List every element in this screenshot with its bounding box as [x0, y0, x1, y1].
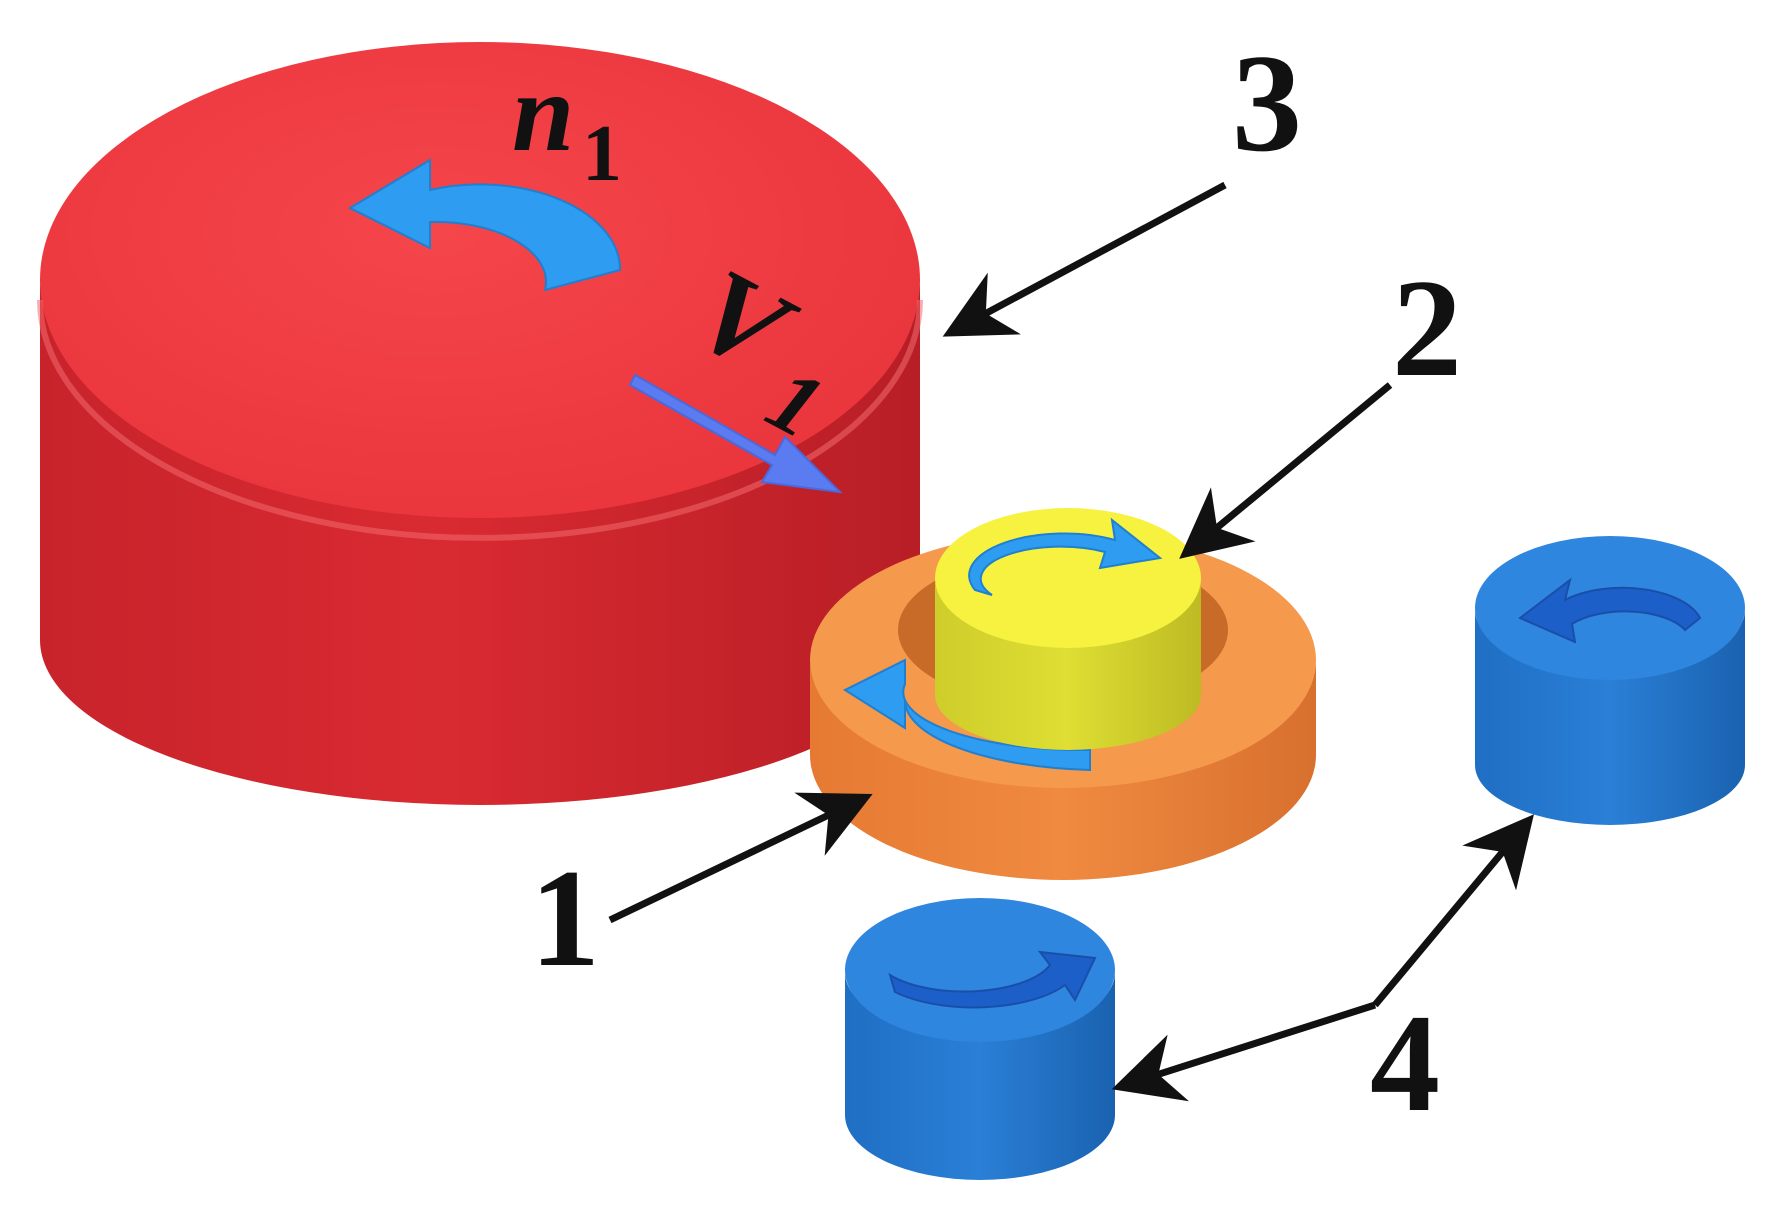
callout-arrow-4b	[1111, 1001, 1377, 1102]
inner-cylinder-rotation-arrow-icon	[968, 517, 1163, 596]
callout-arrow-2	[1179, 382, 1393, 559]
callout-arrows	[608, 181, 1534, 1102]
callout-arrow-3	[942, 181, 1227, 337]
callout-arrow-1	[608, 792, 873, 924]
small-cylinder-bottom-top	[845, 898, 1115, 1042]
small-cylinder-right	[1475, 536, 1745, 825]
large-disk-rim-highlight	[37, 299, 923, 541]
small-cylinder-bottom-side	[845, 972, 1115, 1180]
large-disk	[37, 42, 923, 805]
label-part-4: 4	[1370, 986, 1440, 1141]
inner-cylinder-side	[935, 580, 1201, 750]
label-n-subscript: 1	[582, 110, 622, 198]
label-part-2: 2	[1392, 251, 1462, 406]
large-disk-rotation-arrow-icon	[347, 158, 622, 292]
small-cylinder-right-rotation-arrow-icon	[1518, 577, 1702, 644]
ring-rotation-arrow-icon	[842, 658, 1091, 772]
ring-side	[810, 660, 1316, 880]
callout-arrow-4a	[1372, 814, 1534, 1008]
large-disk-top	[40, 42, 920, 518]
label-n-symbol: n	[512, 51, 574, 175]
velocity-arrow-icon	[628, 373, 843, 494]
label-part-1: 1	[530, 841, 600, 996]
small-cylinder-bottom-rotation-arrow-icon	[888, 950, 1097, 1009]
large-disk-side	[40, 280, 920, 805]
small-cylinder-bottom	[845, 898, 1115, 1180]
label-part-3: 3	[1232, 26, 1302, 181]
